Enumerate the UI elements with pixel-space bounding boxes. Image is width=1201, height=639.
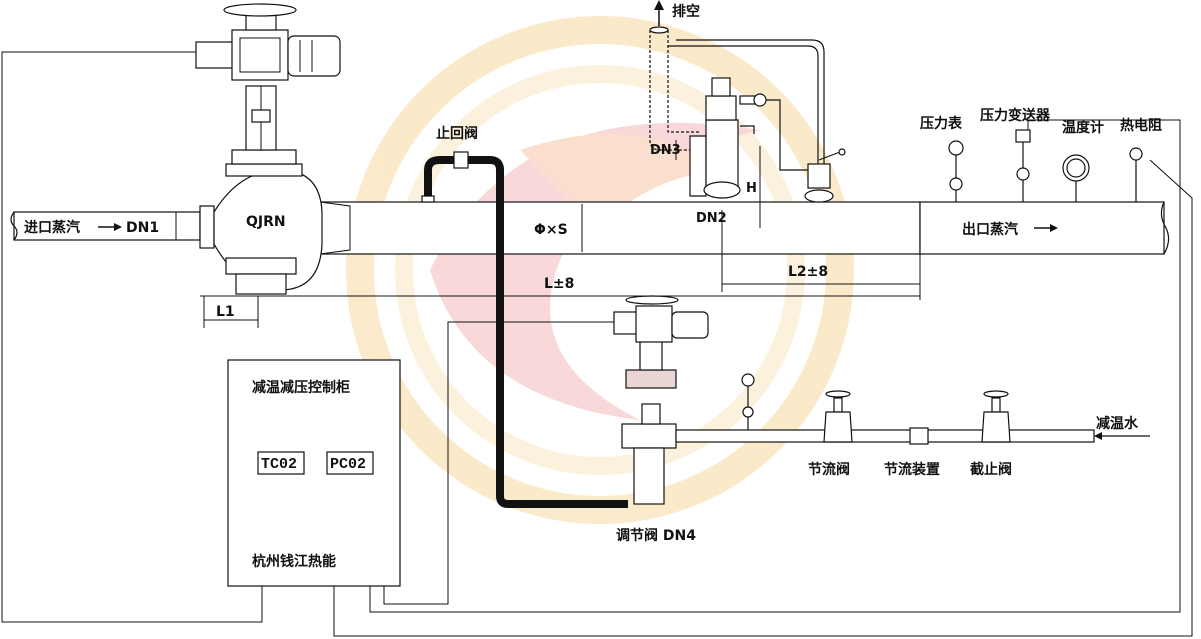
dimension-lines — [175, 140, 921, 328]
thermocouple-label: 热电阻 — [1120, 117, 1162, 134]
flow-arrows — [98, 223, 1058, 232]
desuperheating-water-label: 减温水 — [1096, 415, 1139, 432]
pressure-gauge-label: 压力表 — [920, 115, 963, 132]
control-valve-label: 调节阀 DN4 — [616, 527, 696, 544]
throttle-valve-label: 节流阀 — [808, 461, 850, 478]
l1-label: L1 — [216, 304, 235, 320]
water-line — [675, 373, 1150, 445]
qjrn-label: QJRN — [246, 214, 286, 230]
check-valve-assembly — [421, 151, 628, 508]
control-wiring — [1, 51, 1193, 637]
vent-arrow — [654, 0, 664, 26]
l-total-label: L±8 — [544, 276, 574, 292]
tc02-label: TC02 — [261, 456, 297, 473]
watermark-logo — [346, 16, 854, 524]
phi-s-label: Φ×S — [534, 222, 568, 238]
h-label: H — [746, 181, 757, 196]
control-cabinet — [227, 359, 401, 587]
l2-label: L2±8 — [788, 264, 828, 280]
pressure-transmitter-label: 压力变送器 — [980, 107, 1051, 124]
outlet-steam-label: 出口蒸汽 — [962, 221, 1018, 238]
control-valve — [613, 295, 709, 505]
cabinet-title: 减温减压控制柜 — [252, 379, 350, 396]
inlet-steam-label: 进口蒸汽 — [24, 219, 80, 236]
check-valve-label: 止回阀 — [436, 125, 478, 142]
stop-valve-label: 截止阀 — [970, 461, 1012, 478]
inlet-pipe — [10, 211, 201, 241]
desuperheater-assembly — [649, 26, 846, 203]
dn1-label: DN1 — [126, 220, 159, 236]
thermometer-label: 温度计 — [1062, 119, 1104, 136]
company-label: 杭州钱江热能 — [252, 553, 336, 570]
throttle-device-label: 节流装置 — [884, 461, 940, 478]
instruments — [948, 129, 1143, 202]
dn3-label: DN3 — [650, 143, 681, 158]
pressure-reducing-valve — [195, 3, 341, 295]
main-pipe — [319, 201, 1170, 255]
vent-label: 排空 — [672, 3, 700, 20]
pc02-label: PC02 — [330, 456, 366, 473]
dn2-label: DN2 — [696, 211, 727, 226]
